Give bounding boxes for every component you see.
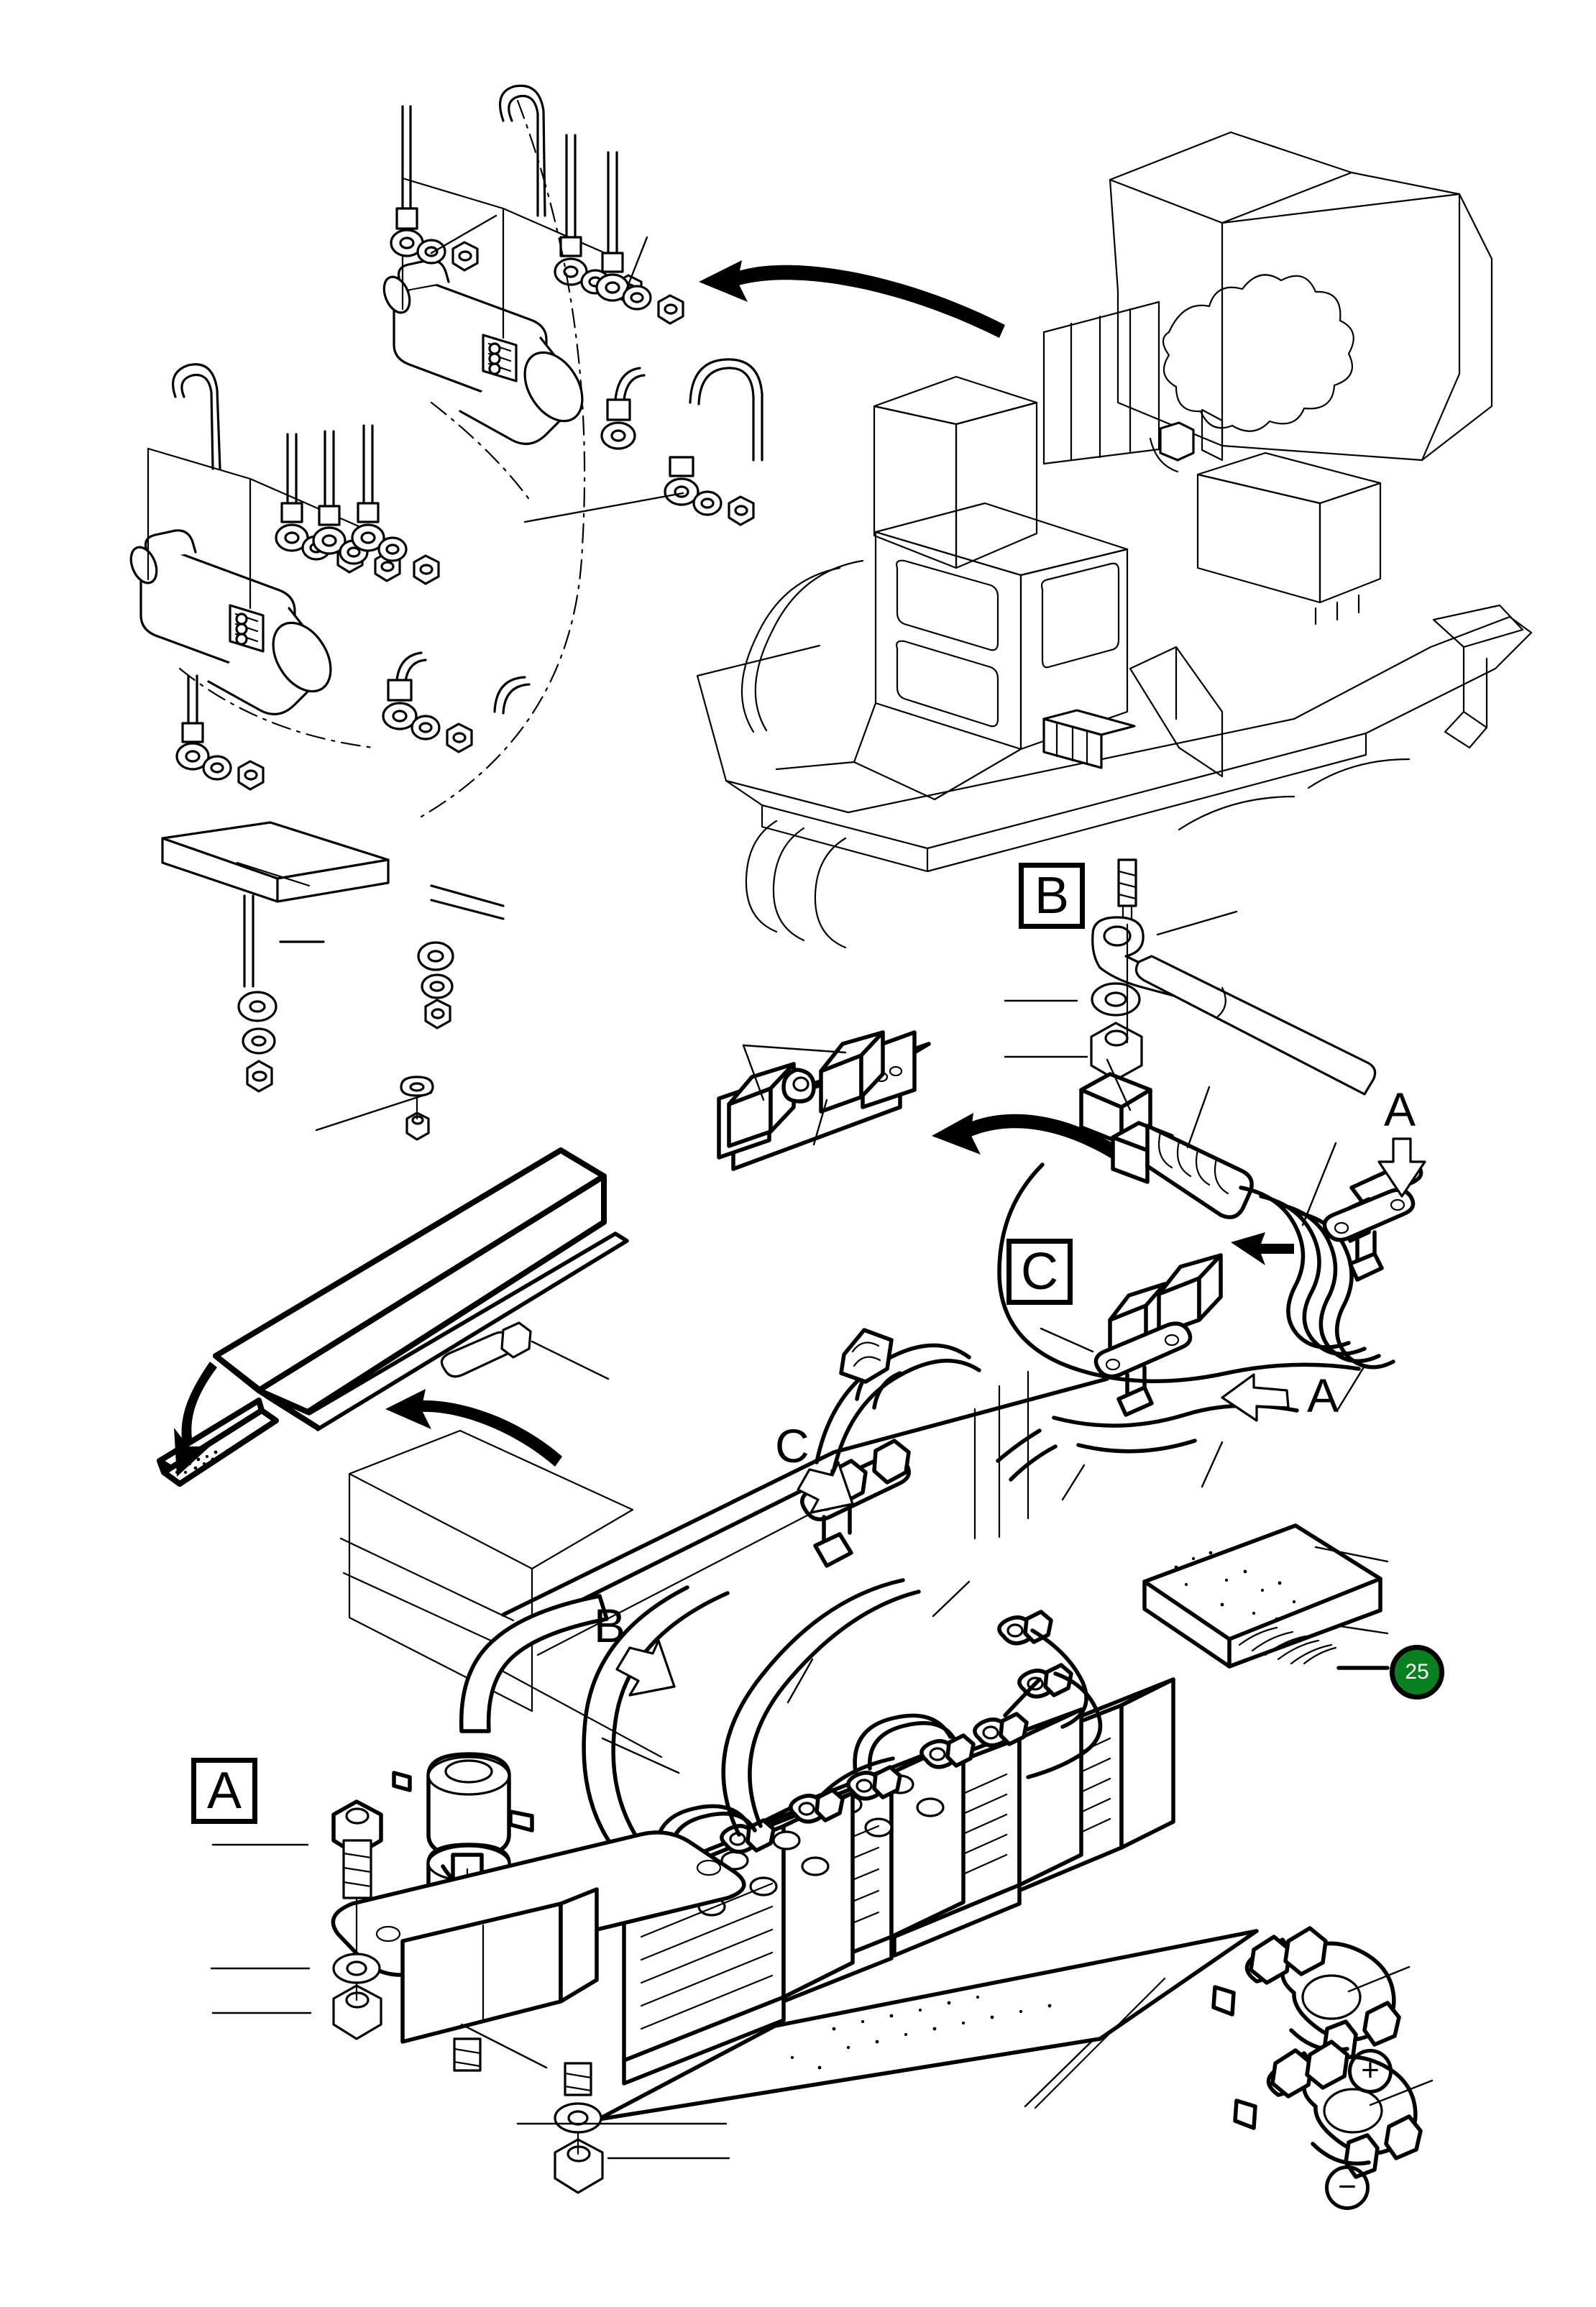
machine-overview-group — [696, 131, 1533, 949]
positive-terminal-mark: + — [1348, 2049, 1393, 2093]
detail-b-fastener-stack — [1004, 858, 1377, 1096]
section-arrow-label-b: B — [594, 1599, 626, 1652]
battery-relay-harness-group — [996, 1058, 1423, 1501]
lower-cable-terminals — [172, 363, 531, 791]
leader-arrow-cover — [174, 1362, 217, 1477]
center-line — [178, 667, 375, 749]
section-arrow-a-left — [1221, 1373, 1290, 1422]
bulkhead-connector — [839, 1328, 894, 1384]
relay-bracket-group — [717, 1030, 931, 1171]
center-line — [430, 401, 533, 505]
leader-arrow-starter — [699, 260, 1005, 338]
center-line — [420, 99, 586, 818]
starter-motor-lower-group — [129, 447, 367, 716]
detail-callout-box-c: C — [1006, 1239, 1073, 1305]
battery-bank-group — [582, 1328, 1175, 2108]
section-arrow-a-down — [1377, 1137, 1426, 1198]
leader-arrow-relay-bracket — [932, 1113, 1120, 1160]
section-arrow-c — [797, 1461, 854, 1514]
terminal-clamp-positive — [1211, 1926, 1411, 2065]
detail-callout-box-b: B — [1019, 863, 1085, 929]
detail-callout-box-a: A — [191, 1758, 257, 1824]
ground-strap-bracket — [161, 821, 505, 1093]
section-arrow-b — [615, 1639, 676, 1697]
negative-terminal-mark: − — [1325, 2165, 1370, 2210]
section-arrow-label-a-left: A — [1307, 1369, 1339, 1422]
starter-motor-upper-group — [382, 177, 620, 446]
leader-arrow-bank-to-cover — [385, 1389, 562, 1467]
terminal-clamp-negative — [1233, 2040, 1434, 2179]
battery-disconnect-switch-detail — [210, 1594, 746, 2194]
battery-cover-panel — [157, 1075, 629, 1487]
deck-junction-block — [800, 1439, 911, 1568]
section-arrow-label-a-down: A — [1384, 1083, 1416, 1136]
page-index-badge: 25 — [1390, 1645, 1444, 1700]
upper-cable-terminals — [390, 84, 763, 526]
section-arrow-label-c: C — [775, 1419, 810, 1472]
